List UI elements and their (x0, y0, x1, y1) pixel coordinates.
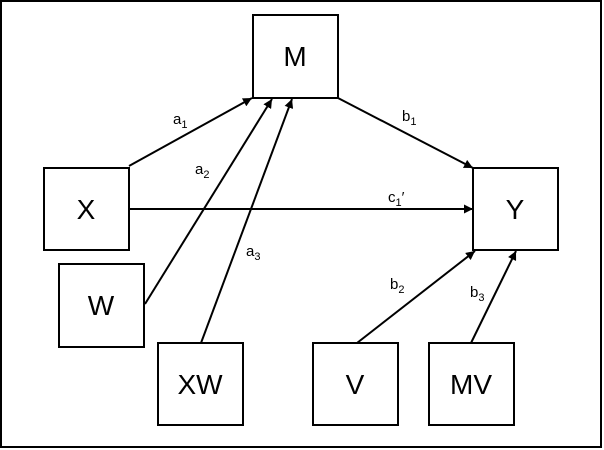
node-x-label: X (77, 194, 96, 225)
arrow-mv-to-y (470, 250, 517, 344)
node-x-box (43, 167, 130, 251)
node-v-box (312, 342, 399, 426)
node-m-label: M (283, 41, 306, 72)
arrow-x-to-m (128, 97, 253, 167)
node-v-label: V (346, 369, 365, 400)
arrow-w-to-m (144, 98, 273, 305)
node-xw-label: XW (177, 369, 223, 400)
node-xw-box (157, 342, 244, 426)
node-y-box (472, 167, 559, 251)
node-w-label: W (88, 290, 115, 321)
arrow-m-to-y (337, 97, 474, 169)
path-label-b1: b1 (402, 108, 416, 128)
path-label-c1: c1′ (388, 189, 405, 209)
path-label-a2: a2 (195, 161, 209, 181)
path-label-b2: b2 (390, 276, 404, 296)
node-w-box (58, 263, 145, 348)
node-y-label: Y (506, 194, 525, 225)
node-mv-box (428, 342, 515, 426)
arrow-v-to-y (356, 250, 476, 344)
path-label-a3: a3 (246, 243, 260, 263)
node-mv-label: MV (450, 369, 492, 400)
path-label-a1: a1 (173, 111, 187, 131)
node-m-box (252, 14, 339, 99)
path-label-b3: b3 (470, 284, 484, 304)
arrow-xw-to-m (200, 98, 294, 344)
